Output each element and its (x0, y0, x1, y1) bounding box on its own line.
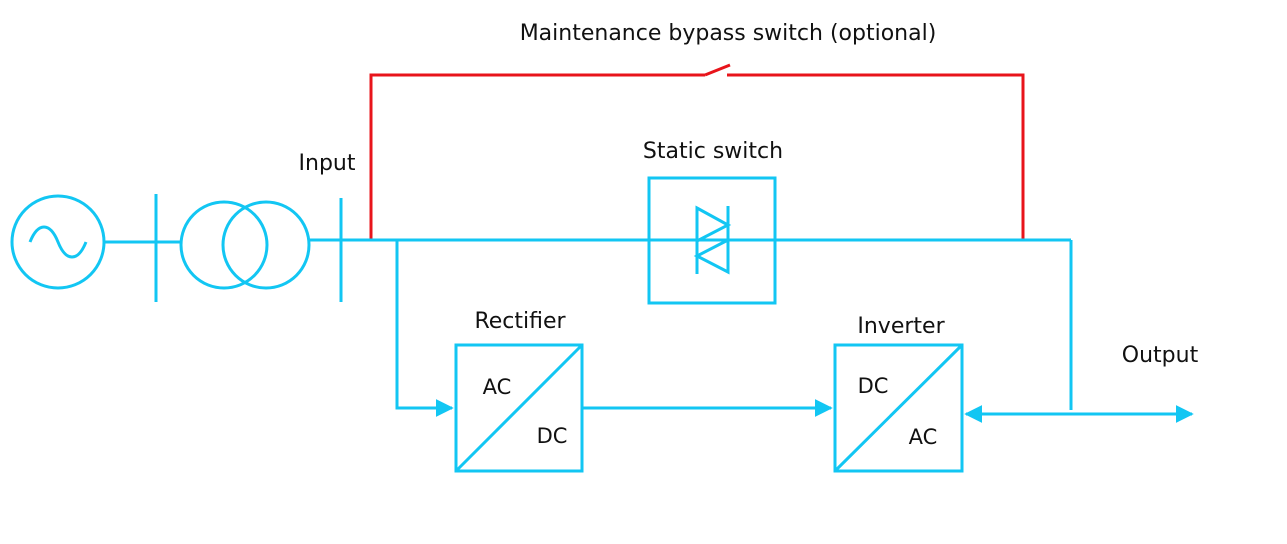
rectifier-input-label: AC (483, 375, 512, 399)
inverter-label: Inverter (857, 314, 945, 339)
static-switch-label: Static switch (643, 139, 783, 164)
output-label: Output (1122, 343, 1199, 368)
rectifier-output-label: DC (537, 424, 568, 448)
bypass-label: Maintenance bypass switch (optional) (520, 21, 937, 46)
input-label: Input (299, 151, 356, 176)
bypass-switch-icon (705, 65, 730, 75)
inverter-input-label: DC (858, 374, 889, 398)
inverter-output-label: AC (909, 425, 938, 449)
rectifier-feed-line (397, 240, 452, 408)
rectifier-block (456, 345, 582, 471)
inverter-block (835, 345, 962, 471)
rectifier-label: Rectifier (474, 309, 566, 334)
transformer-icon (181, 202, 309, 288)
ac-source-icon (12, 196, 104, 288)
